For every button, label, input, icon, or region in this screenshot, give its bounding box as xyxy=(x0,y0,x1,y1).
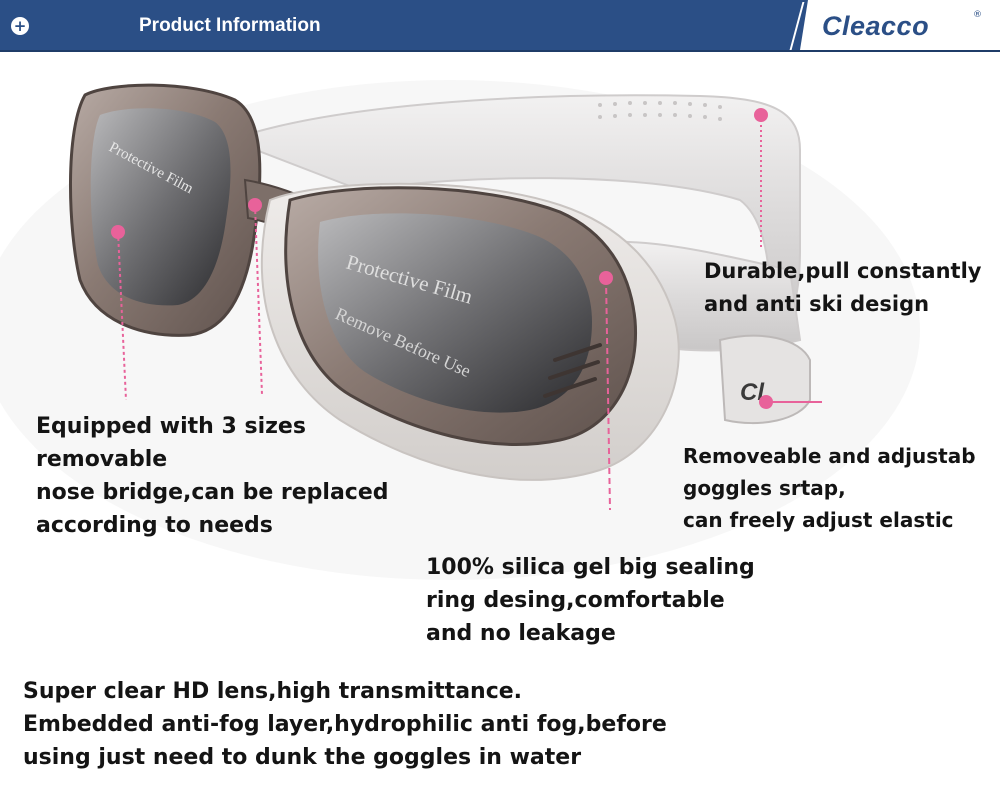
callout-lines xyxy=(117,115,822,511)
annotation-line: ring desing,comfortable xyxy=(426,588,725,613)
annotation-sealing-ring: 100% silica gel big sealing ring desing,… xyxy=(426,551,755,650)
header-bar: + Product Information Cleacco ® xyxy=(0,0,1000,52)
annotation-line: nose bridge,can be replaced xyxy=(36,480,389,505)
registered-mark: ® xyxy=(973,10,982,20)
strap-texture xyxy=(598,101,722,121)
brand-logo: Cleacco xyxy=(822,11,930,41)
annotation-line: Super clear HD lens,high transmittance. xyxy=(23,679,523,704)
goggles-image: Cl Protective Film Protective Film Remov… xyxy=(0,80,920,580)
annotation-line: Equipped with 3 sizes xyxy=(36,414,306,439)
annotation-adjustable-strap: Removeable and adjustab goggles srtap, c… xyxy=(683,440,976,536)
annotation-line: Durable,pull constantly xyxy=(704,259,982,283)
annotation-strap: Durable,pull constantly and anti ski des… xyxy=(704,255,981,321)
frame-vents xyxy=(543,343,602,398)
annotation-line: using just need to dunk the goggles in w… xyxy=(23,745,582,770)
annotation-line: can freely adjust elastic xyxy=(683,508,954,532)
annotation-lens: Super clear HD lens,high transmittance. … xyxy=(23,675,667,774)
annotation-nose-bridge: Equipped with 3 sizes removable nose bri… xyxy=(36,410,389,542)
annotation-line: and no leakage xyxy=(426,621,616,646)
right-lens xyxy=(318,213,592,413)
annotation-line: Embedded anti-fog layer,hydrophilic anti… xyxy=(23,712,667,737)
callout-dots xyxy=(111,108,773,409)
annotation-line: 100% silica gel big sealing xyxy=(426,555,755,580)
annotation-line: removable xyxy=(36,447,168,472)
plus-circle-icon: + xyxy=(11,17,29,35)
annotation-line: and anti ski design xyxy=(704,292,930,316)
logo-background xyxy=(800,0,1000,50)
annotation-line: Removeable and adjustab xyxy=(683,444,976,468)
page-title: Product Information xyxy=(139,15,321,36)
strap-buckle xyxy=(718,334,811,424)
left-lens xyxy=(90,108,231,306)
annotation-line: goggles srtap, xyxy=(683,476,846,500)
annotation-line: according to needs xyxy=(36,513,273,538)
